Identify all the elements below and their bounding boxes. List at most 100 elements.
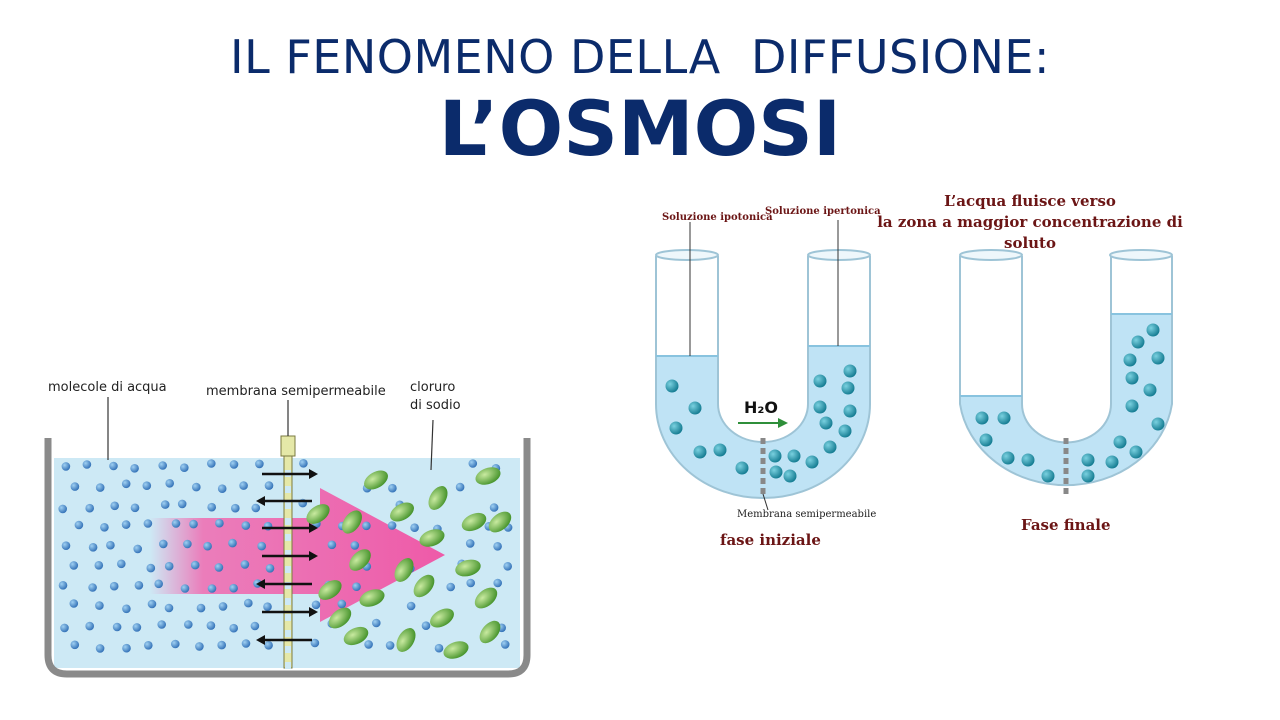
water-molecule (241, 521, 251, 530)
solute-particle (1125, 399, 1139, 413)
water-molecule (207, 502, 216, 512)
label-membrane-right: Membrana semipermeabile (737, 509, 877, 520)
water-molecule (310, 638, 320, 648)
water-molecule (264, 641, 273, 650)
solute-particle (1021, 453, 1035, 467)
water-molecule (372, 618, 381, 628)
solute-particle (783, 469, 797, 483)
solute-particle (669, 421, 683, 435)
water-molecule (133, 544, 142, 554)
water-molecule (214, 563, 224, 572)
solute-particle (688, 401, 702, 415)
sodium-chloride-molecule (343, 626, 369, 646)
water-molecule (110, 501, 119, 511)
solute-particle (1131, 335, 1145, 349)
water-molecule (183, 539, 192, 549)
solute-particles-final (975, 323, 1165, 483)
water-molecule (117, 559, 126, 569)
water-molecule (239, 481, 248, 490)
water-molecule (388, 483, 397, 493)
water-molecule (158, 461, 167, 470)
sodium-chloride-molecule (390, 502, 414, 522)
water-molecule (134, 581, 144, 590)
water-molecule (299, 459, 308, 468)
water-molecule (468, 459, 478, 468)
water-molecule (164, 561, 174, 571)
water-molecule (189, 519, 198, 529)
water-molecule (352, 582, 361, 591)
water-molecule (109, 581, 119, 591)
exchange-arrows (256, 469, 318, 645)
water-molecule (493, 542, 502, 551)
label-hypertonic-solution: Soluzione ipertonica (765, 206, 881, 217)
water-molecule (327, 540, 337, 550)
water-molecule (218, 602, 228, 611)
sodium-chloride-molecule (443, 641, 469, 659)
water-molecule (231, 503, 240, 513)
solute-particle (1146, 323, 1160, 337)
water-molecule (190, 560, 200, 570)
water-molecule (132, 623, 142, 632)
leader-membrane-right (762, 493, 769, 511)
water-molecule (88, 583, 97, 592)
solute-particle (813, 374, 827, 388)
sodium-chloride-molecule (428, 486, 448, 510)
solute-particle (997, 411, 1011, 425)
sodium-chloride-molecule (475, 467, 501, 485)
water-molecule (143, 519, 153, 528)
solute-particle (843, 404, 857, 418)
slide-title-line2: L’OSMOSI (438, 84, 842, 173)
water-molecule (85, 621, 94, 631)
water-molecule (95, 644, 105, 653)
water-molecule (217, 484, 227, 494)
water-molecule (337, 599, 347, 609)
sodium-chloride-molecule (306, 504, 330, 524)
water-molecule (493, 578, 503, 588)
solute-particle (1001, 451, 1015, 465)
water-molecule (109, 461, 118, 471)
water-molecule (503, 562, 512, 571)
water-molecule (121, 520, 131, 529)
sodium-chloride-molecule (349, 549, 371, 571)
water-molecule (265, 564, 275, 573)
water-molecule (159, 539, 168, 549)
solute-particle (805, 455, 819, 469)
water-molecule (311, 600, 321, 610)
water-molecule (257, 541, 267, 551)
water-molecule (122, 604, 131, 614)
label-hypotonic-solution: Soluzione ipotonica (662, 212, 773, 223)
water-molecule (177, 499, 187, 509)
water-molecule (184, 620, 193, 629)
water-molecule (406, 601, 416, 611)
water-molecule (385, 641, 395, 650)
water-molecule (263, 602, 272, 611)
water-molecule (364, 640, 373, 649)
water-molecule (255, 459, 264, 469)
water-molecule (251, 503, 261, 513)
u-tube-initial (655, 220, 871, 511)
sodium-chloride-molecule (328, 607, 352, 629)
solute-particle (843, 364, 857, 378)
salt-molecules (306, 467, 512, 659)
solute-particle (1041, 469, 1055, 483)
water-molecule (122, 643, 131, 653)
water-molecule (95, 601, 104, 610)
water-molecule (164, 603, 174, 613)
water-molecule (121, 479, 131, 489)
water-molecule (130, 464, 139, 473)
solute-particle (693, 445, 707, 459)
sodium-chloride-molecule (342, 510, 362, 534)
label-initial-phase: fase iniziale (720, 531, 821, 549)
water-molecule (229, 460, 239, 469)
water-molecule (350, 541, 360, 550)
solute-particle (979, 433, 993, 447)
slide-title-line1: IL FENOMENO DELLA DIFFUSIONE: (230, 30, 1050, 84)
water-molecule (157, 620, 166, 629)
water-molecule (144, 641, 153, 650)
water-molecule (94, 561, 104, 570)
water-molecule (130, 503, 140, 513)
sodium-chloride-molecule (364, 470, 388, 490)
water-molecule (206, 621, 216, 630)
water-molecule (180, 584, 190, 593)
